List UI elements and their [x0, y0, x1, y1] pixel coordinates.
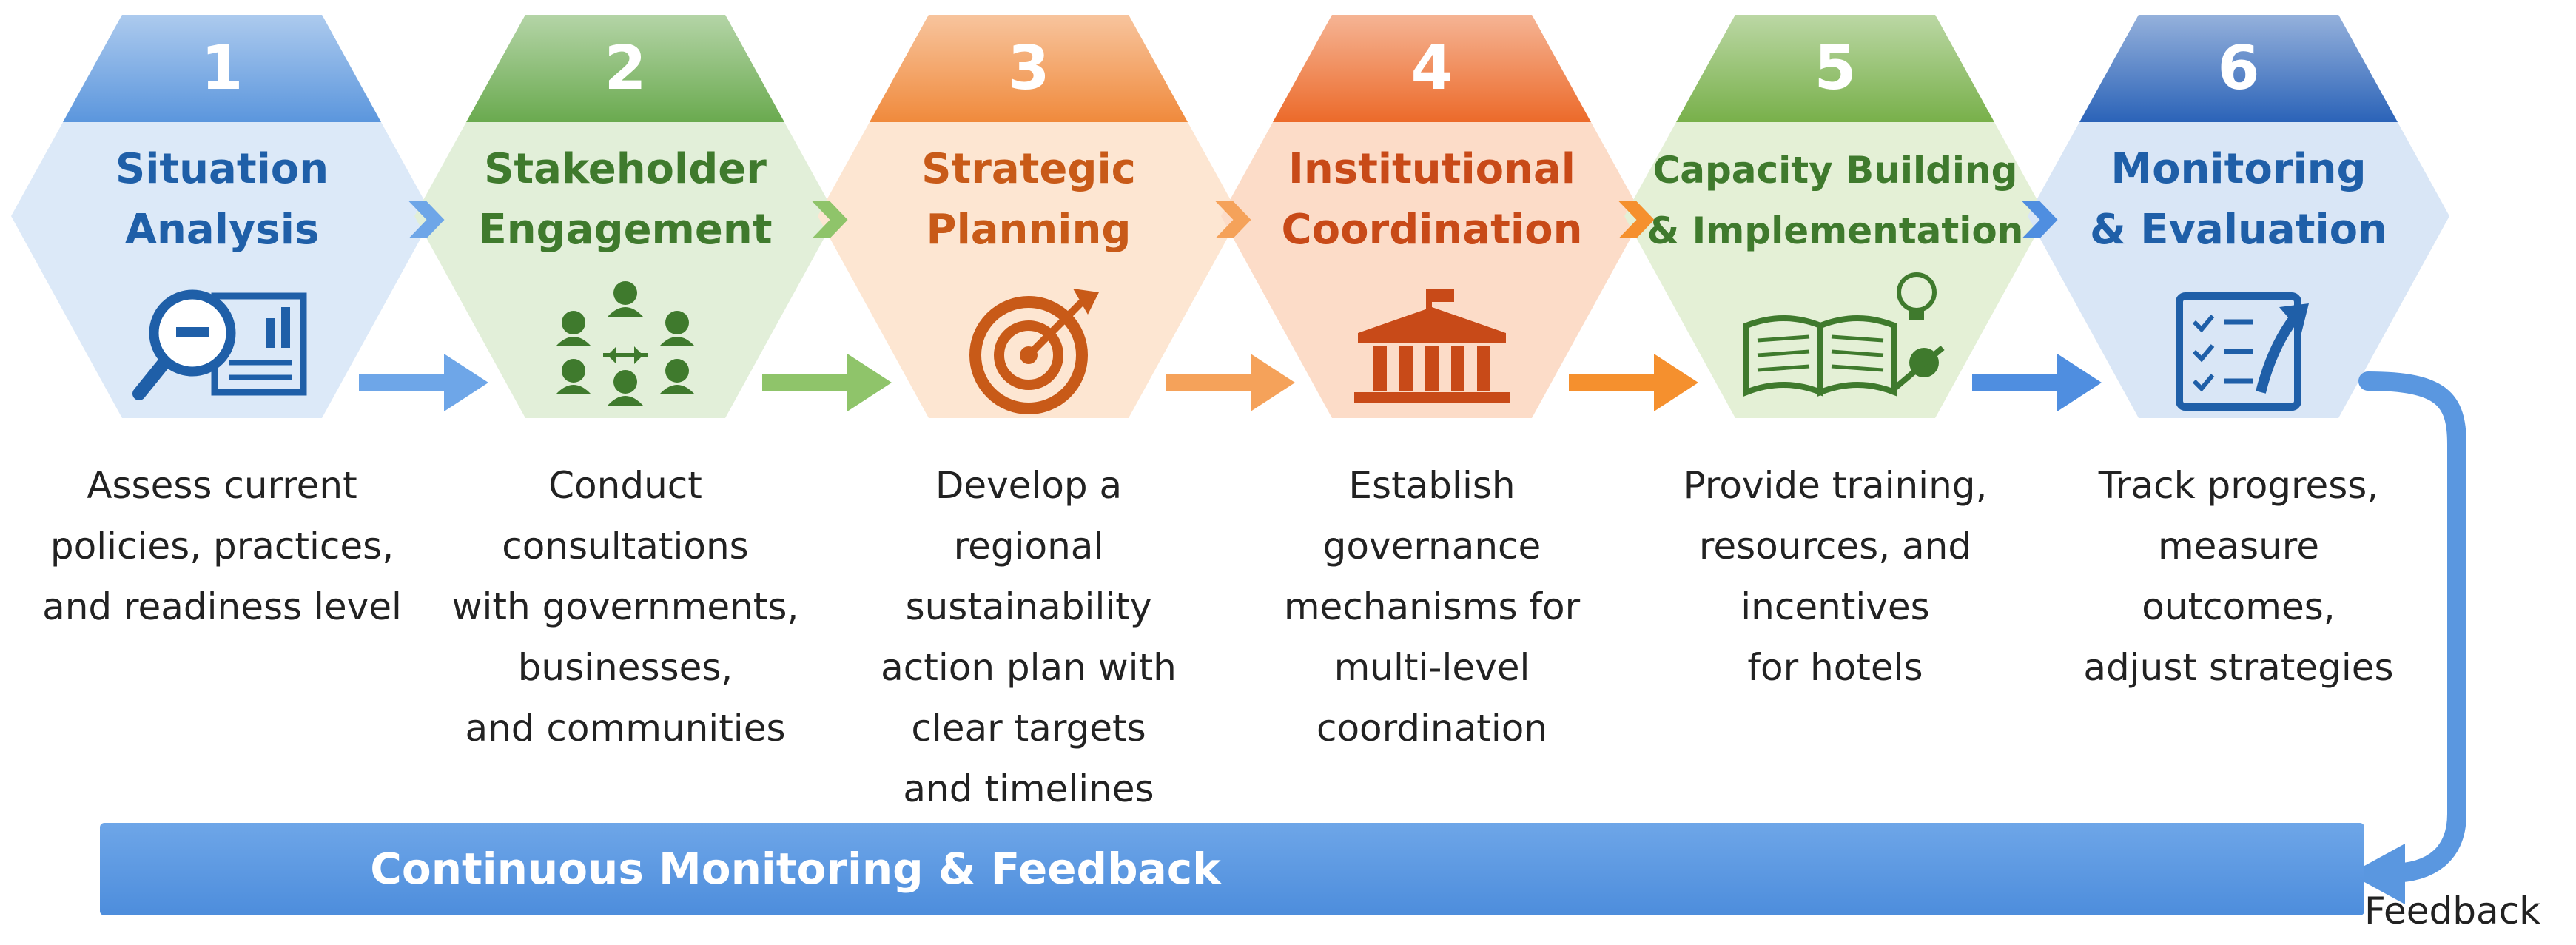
building-icon — [1354, 289, 1510, 403]
step-3 — [818, 15, 1240, 418]
step-title-line: Monitoring — [2111, 145, 2366, 193]
step-flow-arrow — [359, 374, 448, 391]
step-connector-chevron — [1215, 201, 1251, 238]
step-number: 6 — [2217, 33, 2259, 104]
step-connector-chevron — [1618, 201, 1655, 238]
step-number: 1 — [201, 33, 243, 104]
step-description: Develop a regional sustainability action… — [881, 464, 1177, 810]
step-description: Assess current policies, practices, and … — [42, 464, 402, 628]
step-title-line: Coordination — [1282, 206, 1583, 254]
step-2 — [414, 15, 836, 418]
step-title-line: & Evaluation — [2090, 206, 2387, 254]
feedback-loop-label: Feedback — [2364, 889, 2541, 932]
continuous-feedback-bar: Continuous Monitoring & Feedback — [100, 823, 2364, 915]
checklist-chart-icon — [2176, 292, 2309, 411]
step-description: Conduct consultations with governments, … — [451, 464, 799, 750]
step-number: 4 — [1410, 33, 1453, 104]
step-connector-chevron — [812, 201, 848, 238]
step-flow-arrowhead — [847, 354, 892, 411]
step-description: Track progress, measure outcomes, adjust… — [2083, 464, 2394, 689]
step-title-line: Strategic — [921, 145, 1136, 193]
step-4 — [1221, 15, 1643, 418]
step-flow-arrow — [1569, 374, 1658, 391]
step-number: 5 — [1814, 33, 1856, 104]
magnifier-report-icon — [132, 289, 307, 400]
step-1 — [11, 15, 433, 418]
step-title-line: Capacity Building — [1653, 149, 2018, 192]
feedback-bar-label: Continuous Monitoring & Feedback — [370, 844, 1221, 894]
step-title-line: & Implementation — [1647, 209, 2024, 252]
feedback-loop-arrow — [2358, 371, 2466, 883]
step-flow-arrow — [1972, 374, 2061, 391]
step-title-line: Planning — [927, 206, 1131, 254]
step-flow-arrowhead — [444, 354, 488, 411]
step-title-line: Situation — [115, 145, 329, 193]
step-5 — [1624, 15, 2046, 418]
step-number: 2 — [604, 33, 646, 104]
step-title-line: Stakeholder — [484, 145, 767, 193]
step-6 — [2028, 15, 2449, 418]
step-title-line: Institutional — [1288, 145, 1575, 193]
step-title-line: Engagement — [478, 206, 772, 254]
feedback-loop-arrowhead — [2350, 844, 2405, 904]
step-title-line: Analysis — [125, 206, 320, 254]
step-number: 3 — [1007, 33, 1049, 104]
step-connector-chevron — [408, 201, 445, 238]
step-description: Provide training, resources, and incenti… — [1683, 464, 1988, 689]
people-network-icon — [556, 281, 695, 406]
step-flow-arrowhead — [1251, 354, 1295, 411]
step-flow-arrow — [762, 374, 851, 391]
step-connector-chevron — [2022, 201, 2058, 238]
book-lightbulb-icon — [1743, 272, 1945, 397]
target-icon — [969, 289, 1099, 414]
step-description: Establish governance mechanisms for mult… — [1283, 464, 1581, 750]
step-flow-arrowhead — [1654, 354, 1698, 411]
step-flow-arrowhead — [2057, 354, 2102, 411]
step-flow-arrow — [1166, 374, 1254, 391]
